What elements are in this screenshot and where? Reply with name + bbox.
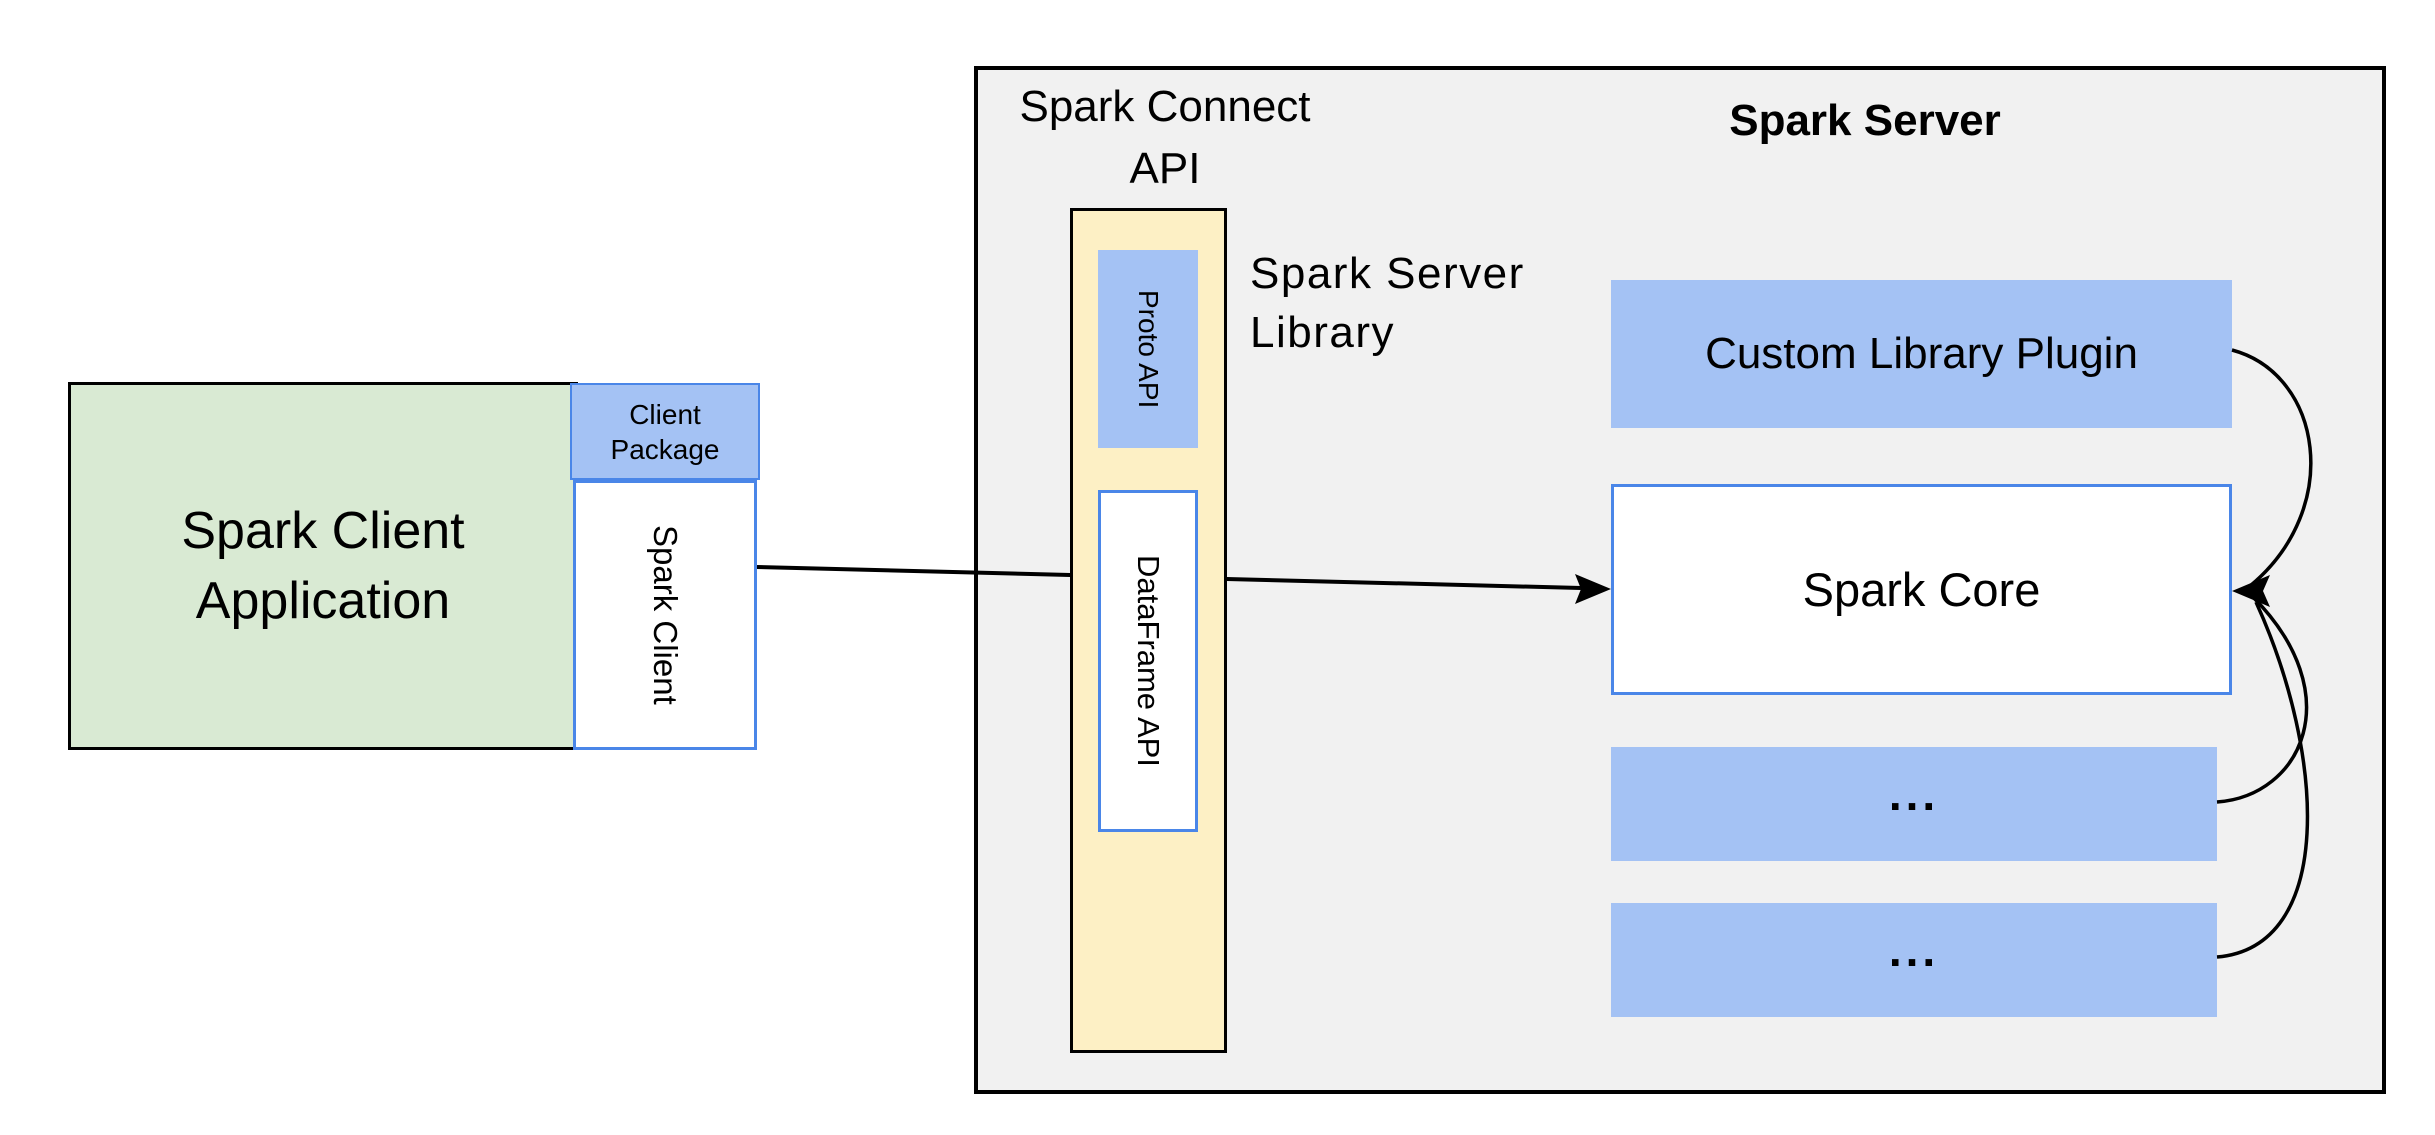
proto-api-box: Proto API [1098, 250, 1198, 448]
custom-library-plugin-label: Custom Library Plugin [1705, 329, 2138, 378]
spark-server-library-label: Spark Server Library [1250, 249, 1525, 358]
spark-connect-api-label: Spark Connect API [1019, 82, 1311, 193]
spark-client-label: Spark Client [647, 525, 684, 705]
dataframe-api-box: DataFrame API [1098, 490, 1198, 832]
custom-library-plugin-box: Custom Library Plugin [1611, 280, 2232, 428]
spark-client-box: Spark Client [573, 480, 757, 750]
ellipsis-label: ... [1888, 924, 1940, 976]
other-library-box-1: ... [1611, 747, 2217, 861]
spark-client-application-box: Spark Client Application [68, 382, 578, 750]
proto-api-label: Proto API [1133, 289, 1164, 409]
spark-server-title: Spark Server [1729, 96, 2001, 145]
client-package-label-line1: Client [629, 398, 701, 430]
client-package-box: Client Package [570, 383, 760, 480]
client-package-label-line2: Package [610, 433, 720, 465]
dataframe-api-label: DataFrame API [1131, 555, 1166, 767]
ellipsis-label: ... [1888, 768, 1940, 820]
other-library-box-2: ... [1611, 903, 2217, 1017]
spark-core-box: Spark Core [1611, 484, 2232, 695]
spark-client-application-label: Spark Client Application [181, 501, 465, 630]
spark-core-label: Spark Core [1802, 563, 2041, 616]
